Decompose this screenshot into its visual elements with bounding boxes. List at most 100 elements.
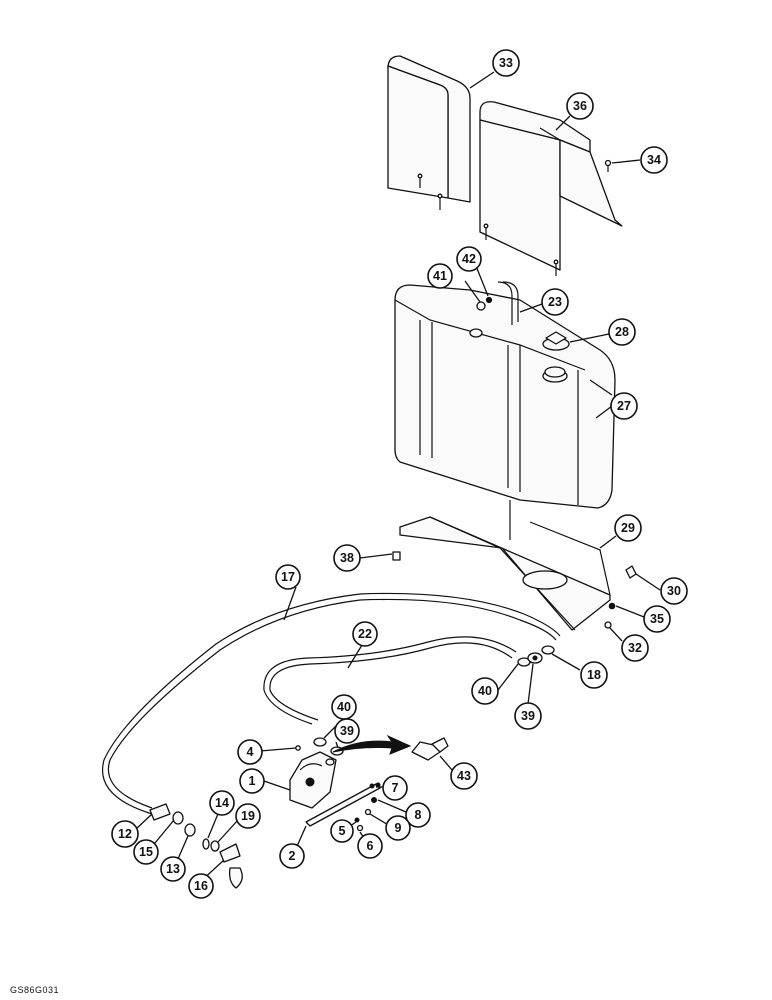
fitting-40a — [313, 737, 327, 747]
svg-text:1: 1 — [249, 774, 256, 788]
o-ring-14 — [202, 838, 210, 850]
vent-fitting — [476, 296, 493, 311]
shield-panel-small — [387, 55, 471, 210]
callout-5: 5 — [330, 819, 354, 843]
direction-arrow — [332, 734, 412, 755]
svg-text:17: 17 — [281, 570, 295, 584]
callout-13: 13 — [160, 856, 186, 882]
washer-8 — [371, 797, 377, 803]
callout-19: 19 — [235, 803, 261, 829]
callout-29: 29 — [614, 514, 642, 542]
callout-8: 8 — [405, 802, 431, 828]
callout-36: 36 — [566, 92, 594, 120]
bushing-38 — [392, 551, 401, 561]
callout-28: 28 — [608, 318, 636, 346]
shield-panel-large — [479, 101, 623, 276]
coupler-16 — [219, 843, 243, 889]
svg-text:5: 5 — [339, 824, 346, 838]
callout-40-left: 40 — [331, 694, 357, 720]
callout-38: 38 — [333, 544, 361, 572]
svg-text:35: 35 — [650, 612, 664, 626]
callout-23: 23 — [541, 288, 569, 316]
svg-text:30: 30 — [667, 584, 681, 598]
svg-text:12: 12 — [118, 827, 132, 841]
svg-text:23: 23 — [548, 295, 562, 309]
fitting-19 — [210, 840, 220, 852]
svg-text:15: 15 — [139, 845, 153, 859]
callout-17: 17 — [275, 564, 301, 590]
hose-17 — [102, 592, 561, 815]
callout-32: 32 — [621, 634, 649, 662]
callout-18: 18 — [580, 661, 608, 689]
svg-text:34: 34 — [647, 153, 661, 167]
svg-text:6: 6 — [367, 839, 374, 853]
callout-9: 9 — [385, 815, 411, 841]
fitting-12 — [149, 803, 171, 821]
callout-12: 12 — [111, 820, 139, 848]
svg-text:40: 40 — [337, 700, 351, 714]
svg-text:16: 16 — [194, 879, 208, 893]
bolt-7 — [369, 783, 375, 789]
svg-text:27: 27 — [617, 399, 631, 413]
callout-39-left: 39 — [334, 718, 360, 744]
figure-id: GS86G031 — [10, 985, 59, 995]
fitting-4 — [295, 745, 301, 751]
svg-text:28: 28 — [615, 325, 629, 339]
svg-text:7: 7 — [392, 781, 399, 795]
svg-text:36: 36 — [573, 99, 587, 113]
callout-14: 14 — [209, 790, 235, 816]
callout-4: 4 — [237, 739, 263, 765]
svg-text:9: 9 — [395, 821, 402, 835]
svg-text:14: 14 — [215, 796, 229, 810]
svg-text:4: 4 — [247, 745, 254, 759]
callout-39-right: 39 — [514, 702, 542, 730]
callout-33: 33 — [492, 49, 520, 77]
callout-42: 42 — [456, 246, 482, 272]
svg-text:22: 22 — [358, 627, 372, 641]
callout-2: 2 — [279, 843, 305, 869]
svg-text:39: 39 — [340, 724, 354, 738]
tank-support-tray — [399, 516, 611, 631]
fuel-tank — [394, 284, 616, 540]
svg-text:39: 39 — [521, 709, 535, 723]
callout-35: 35 — [643, 605, 671, 633]
fitting-15 — [172, 811, 184, 825]
elbow-fitting-43 — [411, 737, 449, 761]
vent-tube — [497, 281, 519, 325]
fitting-39b — [527, 652, 543, 664]
callout-22: 22 — [352, 621, 378, 647]
svg-text:32: 32 — [628, 641, 642, 655]
callout-43: 43 — [450, 762, 478, 790]
svg-text:2: 2 — [289, 849, 296, 863]
callout-7: 7 — [382, 775, 408, 801]
filler-cap — [542, 331, 570, 351]
nut-6 — [356, 824, 364, 832]
bolt-30 — [625, 565, 637, 579]
callout-15: 15 — [133, 839, 159, 865]
callout-41: 41 — [427, 263, 453, 289]
bolt-34 — [604, 159, 612, 172]
svg-text:13: 13 — [166, 862, 180, 876]
callout-16: 16 — [188, 873, 214, 899]
callout-1: 1 — [239, 768, 265, 794]
svg-text:43: 43 — [457, 769, 471, 783]
callout-27: 27 — [610, 392, 638, 420]
callout-30: 30 — [660, 577, 688, 605]
hose-22 — [263, 636, 517, 725]
svg-text:18: 18 — [587, 668, 601, 682]
nut-32 — [604, 621, 612, 629]
svg-text:19: 19 — [241, 809, 255, 823]
mounting-bracket — [305, 782, 381, 827]
washer-35 — [608, 602, 616, 610]
washer-5 — [354, 817, 360, 823]
fitting-13 — [184, 823, 196, 837]
svg-text:42: 42 — [462, 252, 476, 266]
svg-text:8: 8 — [415, 808, 422, 822]
callout-34: 34 — [640, 146, 668, 174]
svg-text:40: 40 — [478, 684, 492, 698]
pump-assembly — [289, 751, 337, 809]
svg-text:33: 33 — [499, 56, 513, 70]
nut-9 — [364, 808, 372, 816]
svg-text:38: 38 — [340, 551, 354, 565]
